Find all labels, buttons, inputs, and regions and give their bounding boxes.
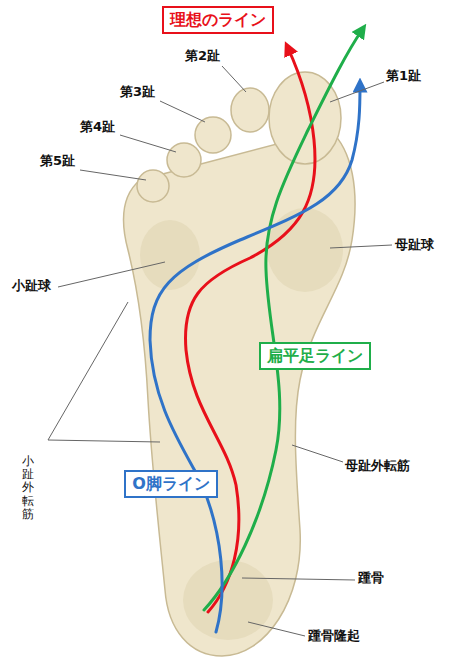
part-label: 第5趾 bbox=[40, 153, 75, 169]
ideal-line bbox=[185, 48, 315, 612]
bowleg-line-box: O脚ライン bbox=[124, 470, 218, 498]
part-label: 小趾球 bbox=[12, 278, 51, 294]
part-label: 踵骨隆起 bbox=[308, 628, 360, 644]
line-label: 理想のライン bbox=[170, 10, 266, 30]
part-label: 母趾球 bbox=[395, 237, 434, 253]
part-label: 踵骨 bbox=[358, 570, 384, 586]
part-label: 第1趾 bbox=[386, 68, 421, 84]
leader-lines bbox=[48, 66, 392, 636]
part-label: 第3趾 bbox=[120, 84, 155, 100]
line-label: O脚ライン bbox=[132, 474, 210, 494]
ideal-line-box: 理想のライン bbox=[162, 6, 274, 34]
flatfoot-line bbox=[204, 30, 362, 610]
part-label: 第2趾 bbox=[185, 48, 220, 64]
flatfoot-line-box: 扁平足ライン bbox=[259, 342, 371, 370]
part-label: 第4趾 bbox=[80, 119, 115, 135]
part-label: 母趾外転筋 bbox=[345, 458, 410, 474]
part-label: 小趾外転筋 bbox=[22, 455, 34, 521]
line-label: 扁平足ライン bbox=[267, 346, 363, 366]
